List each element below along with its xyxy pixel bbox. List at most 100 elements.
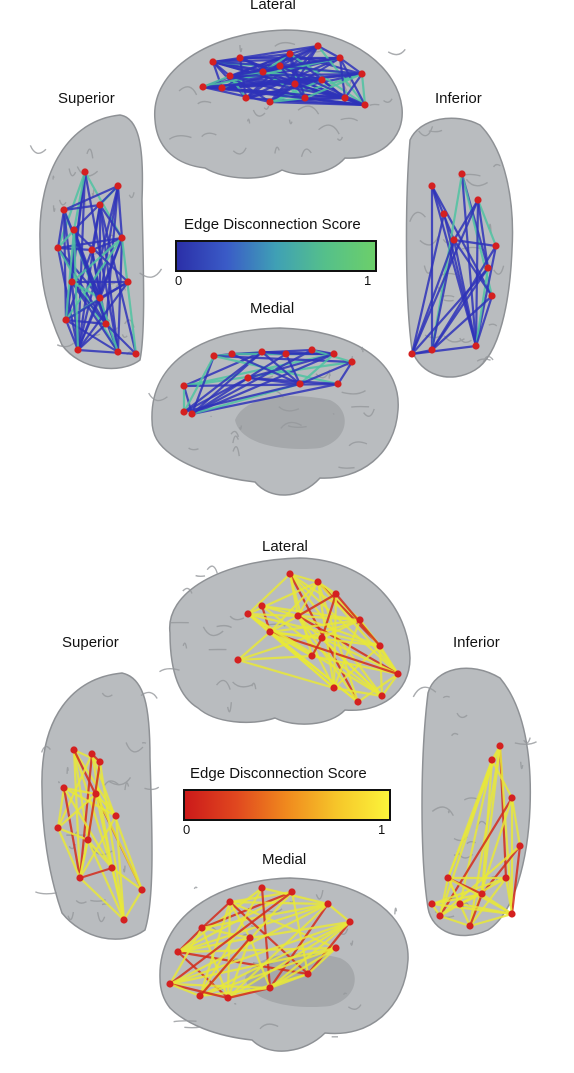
network-node <box>318 76 325 83</box>
network-node <box>68 278 75 285</box>
network-node <box>70 746 77 753</box>
network-node <box>324 900 331 907</box>
network-node <box>81 168 88 175</box>
network-node <box>488 292 495 299</box>
network-node <box>166 980 173 987</box>
network-node <box>188 410 195 417</box>
network-node <box>304 970 311 977</box>
network-node <box>226 898 233 905</box>
network-node <box>236 54 243 61</box>
network-node <box>478 890 485 897</box>
network-node <box>199 83 206 90</box>
network-node <box>242 94 249 101</box>
network-node <box>286 50 293 57</box>
network-node <box>318 634 325 641</box>
network-node <box>354 698 361 705</box>
network-node <box>266 98 273 105</box>
network-node <box>124 278 131 285</box>
network-node <box>266 628 273 635</box>
network-node <box>258 348 265 355</box>
network-node <box>440 210 447 217</box>
network-node <box>76 874 83 881</box>
network-node <box>428 346 435 353</box>
network-node <box>96 294 103 301</box>
label-superior: Superior <box>62 634 119 651</box>
network-node <box>60 784 67 791</box>
network-node <box>296 380 303 387</box>
network-node <box>346 918 353 925</box>
label-superior: Superior <box>58 90 115 107</box>
network-node <box>308 346 315 353</box>
network-node <box>336 54 343 61</box>
network-node <box>70 226 77 233</box>
network-node <box>456 900 463 907</box>
panel-blue-network: Lateral Superior Inferior Medial Edge Di… <box>0 0 574 520</box>
label-inferior: Inferior <box>435 90 482 107</box>
colorbar <box>183 789 391 821</box>
network-node <box>458 170 465 177</box>
network-node <box>450 236 457 243</box>
network-node <box>488 756 495 763</box>
network-node <box>138 886 145 893</box>
network-node <box>341 94 348 101</box>
label-inferior: Inferior <box>453 634 500 651</box>
network-node <box>516 842 523 849</box>
network-node <box>118 234 125 241</box>
network-node <box>234 656 241 663</box>
colorbar-min: 0 <box>183 822 190 837</box>
colorbar-max: 1 <box>378 822 385 837</box>
network-node <box>54 824 61 831</box>
network-node <box>428 900 435 907</box>
network-node <box>332 944 339 951</box>
network-node <box>96 201 103 208</box>
network-node <box>224 994 231 1001</box>
network-node <box>508 910 515 917</box>
panel-yellow-network: Lateral Superior Inferior Medial Edge Di… <box>0 528 574 1073</box>
network-node <box>180 382 187 389</box>
network-node <box>266 984 273 991</box>
network-node <box>108 864 115 871</box>
network-node <box>226 72 233 79</box>
network-node <box>408 350 415 357</box>
network-node <box>294 612 301 619</box>
network-node <box>356 616 363 623</box>
network-node <box>358 70 365 77</box>
network-node <box>361 101 368 108</box>
network-node <box>492 242 499 249</box>
network-node <box>276 62 283 69</box>
network-node <box>74 346 81 353</box>
network-node <box>196 992 203 999</box>
network-node <box>132 350 139 357</box>
network-node <box>114 348 121 355</box>
colorbar-max: 1 <box>364 273 371 288</box>
network-node <box>228 350 235 357</box>
colorbar <box>175 240 377 272</box>
network-node <box>508 794 515 801</box>
network-node <box>60 206 67 213</box>
network-node <box>88 246 95 253</box>
network-node <box>314 42 321 49</box>
network-node <box>96 758 103 765</box>
network-node <box>286 570 293 577</box>
colorbar-title: Edge Disconnection Score <box>190 765 367 782</box>
network-node <box>174 948 181 955</box>
label-medial: Medial <box>250 300 294 317</box>
network-node <box>244 610 251 617</box>
network-node <box>348 358 355 365</box>
network-node <box>291 80 298 87</box>
network-node <box>444 874 451 881</box>
network-node <box>180 408 187 415</box>
network-node <box>436 912 443 919</box>
network-node <box>332 590 339 597</box>
network-node <box>84 836 91 843</box>
network-node <box>258 602 265 609</box>
colorbar-title: Edge Disconnection Score <box>184 216 361 233</box>
network-node <box>112 812 119 819</box>
network-node <box>394 670 401 677</box>
network-node <box>378 692 385 699</box>
network-node <box>102 320 109 327</box>
colorbar-min: 0 <box>175 273 182 288</box>
network-node <box>259 68 266 75</box>
network-node <box>288 888 295 895</box>
network-node <box>472 342 479 349</box>
